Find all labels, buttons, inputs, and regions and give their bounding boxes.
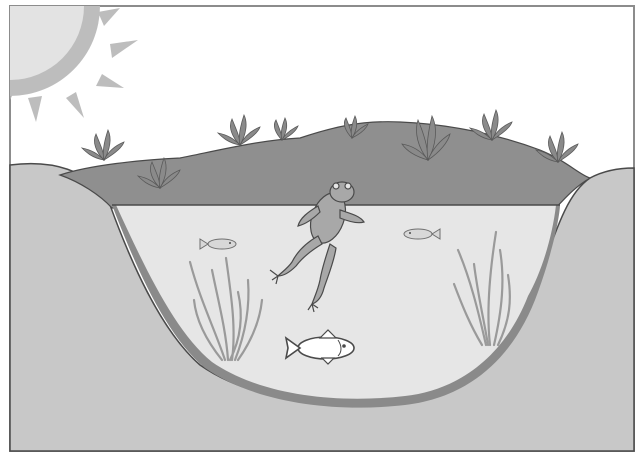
pond-svg xyxy=(0,0,644,457)
pond-diagram xyxy=(0,0,644,457)
